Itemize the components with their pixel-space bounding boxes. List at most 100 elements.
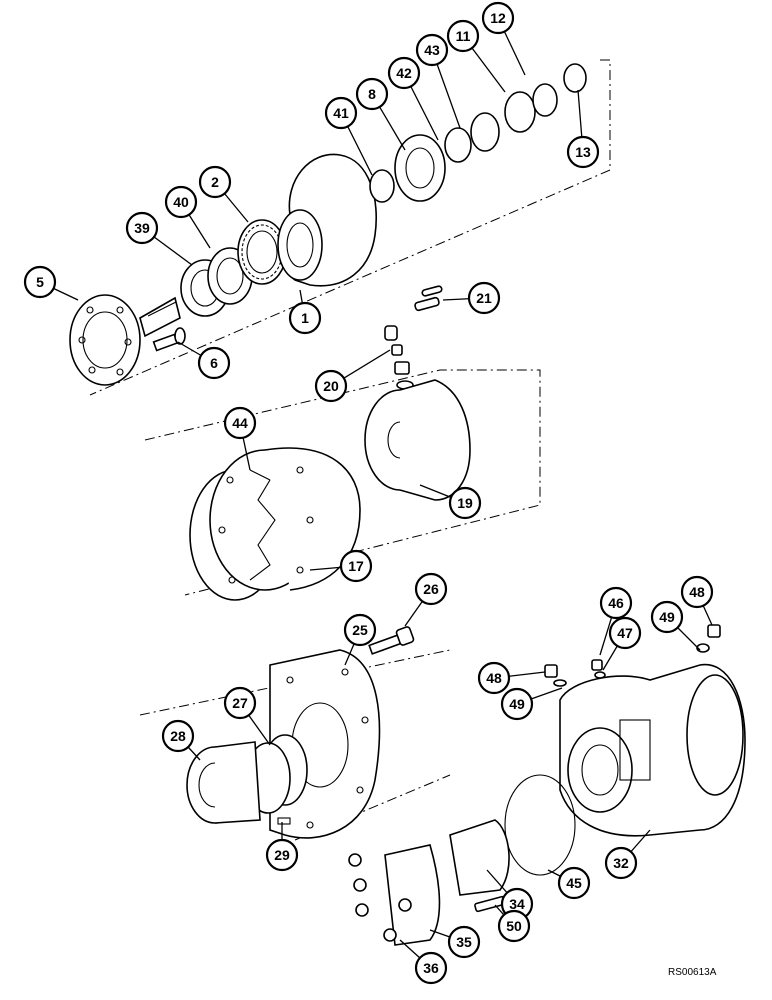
callout-circle: [604, 846, 638, 880]
callout-45: 45: [557, 866, 591, 900]
callout-43: 43: [415, 33, 449, 67]
callout-5: 5: [23, 265, 57, 299]
callout-label: 48: [689, 584, 705, 600]
drawing-reference: RS00613A: [668, 967, 717, 978]
callout-39: 39: [125, 211, 159, 245]
callout-label: 43: [424, 42, 440, 58]
callout-circle: [414, 951, 448, 985]
brake-housing-part: [189, 447, 361, 601]
callout-49: 49: [500, 687, 534, 721]
callout-circle: [343, 613, 377, 647]
callout-label: 28: [170, 728, 186, 744]
callout-2: 2: [198, 165, 232, 199]
callout-label: 20: [323, 378, 339, 394]
callout-circle: [566, 135, 600, 169]
cover-plate-part: [348, 844, 441, 946]
callout-label: 5: [36, 274, 44, 290]
callout-label: 17: [348, 558, 364, 574]
callout-circle: [599, 586, 633, 620]
callout-48: 48: [680, 575, 714, 609]
callout-circle: [650, 600, 684, 634]
callout-circle: [339, 549, 373, 583]
callout-label: 41: [333, 105, 349, 121]
callout-label: 29: [274, 847, 290, 863]
callout-label: 12: [490, 10, 506, 26]
callout-label: 2: [211, 174, 219, 190]
callout-32: 32: [604, 846, 638, 880]
callout-circle: [415, 33, 449, 67]
callout-label: 39: [134, 220, 150, 236]
callout-label: 11: [456, 28, 471, 44]
callout-49: 49: [650, 600, 684, 634]
callout-label: 34: [509, 896, 525, 912]
callout-label: 42: [396, 65, 412, 81]
callout-6: 6: [197, 346, 231, 380]
callout-1: 1: [288, 301, 322, 335]
callout-19: 19: [448, 486, 482, 520]
callout-label: 50: [506, 918, 522, 934]
callout-35: 35: [447, 925, 481, 959]
pins-part: [414, 285, 443, 312]
callout-circle: [314, 369, 348, 403]
callout-label: 32: [613, 855, 629, 871]
callout-28: 28: [161, 719, 195, 753]
callout-circle: [223, 406, 257, 440]
callout-circle: [447, 925, 481, 959]
callout-circle: [223, 686, 257, 720]
callout-label: 35: [456, 934, 472, 950]
callout-circle: [448, 486, 482, 520]
callout-17: 17: [339, 549, 373, 583]
callout-label: 19: [457, 495, 473, 511]
callout-42: 42: [387, 56, 421, 90]
callout-label: 49: [509, 696, 525, 712]
callout-label: 13: [575, 144, 591, 160]
callout-27: 27: [223, 686, 257, 720]
callout-label: 47: [617, 625, 633, 641]
bolt-part: [152, 327, 186, 352]
callout-label: 6: [210, 355, 218, 371]
callout-48: 48: [477, 661, 511, 695]
callout-label: 8: [368, 86, 376, 102]
hub-part: [277, 153, 378, 287]
callout-circle: [288, 301, 322, 335]
callout-25: 25: [343, 613, 377, 647]
callout-circle: [355, 77, 389, 111]
callout-circle: [497, 909, 531, 943]
callout-40: 40: [164, 185, 198, 219]
callout-label: 21: [476, 290, 492, 306]
callout-circle: [161, 719, 195, 753]
callout-circle: [680, 575, 714, 609]
callout-label: 48: [486, 670, 502, 686]
callout-circle: [265, 838, 299, 872]
callout-circle: [467, 281, 501, 315]
motor-internals-part: [186, 734, 308, 825]
callout-circle: [446, 19, 480, 53]
callout-circle: [477, 661, 511, 695]
housing-bolt-part: [368, 626, 415, 655]
callout-circle: [197, 346, 231, 380]
callout-36: 36: [414, 951, 448, 985]
callout-circle: [481, 1, 515, 35]
sensor-part: [474, 895, 506, 913]
callout-label: 25: [352, 622, 368, 638]
bearing-stack-part: [369, 63, 587, 203]
callout-13: 13: [566, 135, 600, 169]
o-ring-part: [504, 774, 576, 876]
callout-circle: [125, 211, 159, 245]
callout-41: 41: [324, 96, 358, 130]
callout-label: 49: [659, 609, 675, 625]
callout-circle: [23, 265, 57, 299]
callout-label: 36: [423, 960, 439, 976]
callout-circle: [414, 572, 448, 606]
callout-26: 26: [414, 572, 448, 606]
callout-label: 44: [232, 415, 248, 431]
output-flange-part: [69, 294, 181, 386]
callout-11: 11: [446, 19, 480, 53]
callout-12: 12: [481, 1, 515, 35]
callout-47: 47: [608, 616, 642, 650]
callout-label: 46: [608, 595, 624, 611]
callout-circle: [164, 185, 198, 219]
gearbox-housing-part: [559, 663, 746, 837]
callout-21: 21: [467, 281, 501, 315]
